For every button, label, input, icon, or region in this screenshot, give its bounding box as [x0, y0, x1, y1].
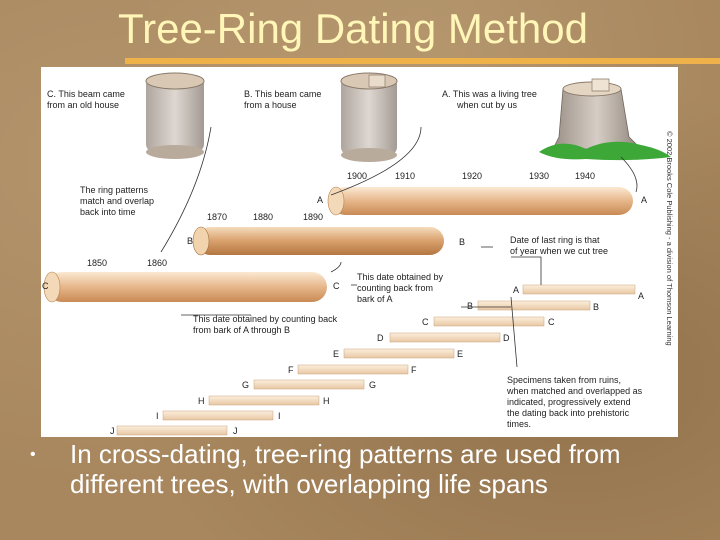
- svg-text:1940: 1940: [575, 171, 595, 181]
- beam-b-illustration: [340, 72, 398, 162]
- connector-arrows: [160, 126, 638, 368]
- svg-text:G: G: [369, 380, 376, 390]
- svg-text:match and overlap: match and overlap: [80, 196, 154, 206]
- log-a: A A: [317, 186, 647, 216]
- years-a: 1900 1910 1920 1930 1940: [347, 171, 595, 181]
- svg-text:indicated, progressively exten: indicated, progressively extend: [507, 397, 631, 407]
- svg-text:H: H: [198, 396, 205, 406]
- svg-text:Date of last ring is that: Date of last ring is that: [510, 235, 600, 245]
- years-c: 1850 1860: [87, 258, 167, 268]
- plank-j: J J: [110, 425, 238, 436]
- years-b: 1870 1880 1890: [207, 212, 323, 222]
- caption-specimens: Specimens taken from ruins, when matched…: [506, 375, 643, 429]
- tree-a-stump-illustration: [539, 78, 671, 161]
- label-c-left: C: [42, 281, 49, 291]
- svg-text:I: I: [278, 411, 281, 421]
- svg-text:This date obtained by counting: This date obtained by counting back: [193, 314, 338, 324]
- svg-text:B: B: [593, 302, 599, 312]
- plank-e: E E: [333, 348, 463, 359]
- svg-text:bark of A: bark of A: [357, 294, 393, 304]
- plank-d: D D: [377, 332, 510, 343]
- copyright-text: © 2002 Brooks Cole Publishing - a divisi…: [665, 131, 674, 346]
- label-a-right: A: [641, 195, 647, 205]
- svg-text:D: D: [503, 333, 510, 343]
- svg-text:1910: 1910: [395, 171, 415, 181]
- plank-b: B B: [467, 300, 599, 312]
- svg-text:D: D: [377, 333, 384, 343]
- slide-title: Tree-Ring Dating Method: [118, 5, 588, 52]
- svg-text:1860: 1860: [147, 258, 167, 268]
- caption-last-ring: Date of last ring is that of year when w…: [510, 235, 608, 256]
- label-b-left: B: [187, 236, 193, 246]
- svg-text:1880: 1880: [253, 212, 273, 222]
- caption-a: A. This was a living tree when cut by us: [442, 89, 537, 110]
- svg-text:the dating back into prehistor: the dating back into prehistoric: [507, 408, 630, 418]
- svg-text:The ring patterns: The ring patterns: [80, 185, 149, 195]
- caption-b: B. This beam came from a house: [244, 89, 321, 110]
- svg-text:H: H: [323, 396, 330, 406]
- svg-text:B: B: [467, 301, 473, 311]
- svg-text:when matched and overlapped as: when matched and overlapped as: [506, 386, 643, 396]
- svg-text:B. This beam came: B. This beam came: [244, 89, 321, 99]
- svg-text:1920: 1920: [462, 171, 482, 181]
- svg-text:from a house: from a house: [244, 100, 297, 110]
- svg-text:G: G: [242, 380, 249, 390]
- bullet-marker: •: [30, 446, 36, 463]
- svg-text:J: J: [110, 426, 115, 436]
- cross-dating-diagram: C. This beam came from an old house B. T…: [42, 72, 674, 436]
- svg-text:J: J: [233, 426, 238, 436]
- svg-text:A. This was a living tree: A. This was a living tree: [442, 89, 537, 99]
- svg-text:E: E: [333, 349, 339, 359]
- label-a-left: A: [317, 195, 323, 205]
- plank-i: I I: [156, 410, 281, 421]
- caption-count-ab: This date obtained by counting back from…: [193, 314, 338, 335]
- plank-c: C C: [422, 316, 555, 327]
- label-b-right: B: [459, 237, 465, 247]
- svg-text:of year when we cut tree: of year when we cut tree: [510, 246, 608, 256]
- svg-text:E: E: [457, 349, 463, 359]
- caption-c: C. This beam came from an old house: [47, 89, 125, 110]
- log-b: B B: [187, 226, 465, 256]
- svg-text:A: A: [638, 291, 644, 301]
- svg-text:F: F: [288, 365, 294, 375]
- svg-text:A: A: [513, 285, 519, 295]
- svg-text:C: C: [548, 317, 555, 327]
- beam-c-illustration: [145, 72, 205, 159]
- log-c: C C: [42, 271, 340, 303]
- bullet-text: In cross-dating, tree-ring patterns are …: [70, 439, 621, 499]
- svg-text:1890: 1890: [303, 212, 323, 222]
- svg-text:C: C: [422, 317, 429, 327]
- svg-text:C. This beam came: C. This beam came: [47, 89, 125, 99]
- plank-a: A A: [513, 284, 644, 301]
- svg-text:from bark of A through B: from bark of A through B: [193, 325, 290, 335]
- caption-match: The ring patterns match and overlap back…: [80, 185, 154, 217]
- svg-text:back into time: back into time: [80, 207, 136, 217]
- svg-text:1900: 1900: [347, 171, 367, 181]
- svg-text:This date obtained by: This date obtained by: [357, 272, 444, 282]
- plank-f: F F: [288, 364, 417, 375]
- plank-g: G G: [242, 379, 376, 390]
- svg-text:from an old house: from an old house: [47, 100, 119, 110]
- tree-ring-figure: C. This beam came from an old house B. T…: [41, 67, 678, 437]
- svg-text:Specimens taken from ruins,: Specimens taken from ruins,: [507, 375, 621, 385]
- svg-text:1870: 1870: [207, 212, 227, 222]
- svg-text:when cut by us: when cut by us: [456, 100, 518, 110]
- label-c-right: C: [333, 281, 340, 291]
- svg-text:F: F: [411, 365, 417, 375]
- svg-text:I: I: [156, 411, 159, 421]
- svg-text:1930: 1930: [529, 171, 549, 181]
- caption-count-a: This date obtained by counting back from…: [357, 272, 444, 304]
- title-underline: [125, 58, 720, 64]
- plank-h: H H: [198, 395, 330, 406]
- svg-text:times.: times.: [507, 419, 531, 429]
- svg-text:counting back from: counting back from: [357, 283, 433, 293]
- svg-text:1850: 1850: [87, 258, 107, 268]
